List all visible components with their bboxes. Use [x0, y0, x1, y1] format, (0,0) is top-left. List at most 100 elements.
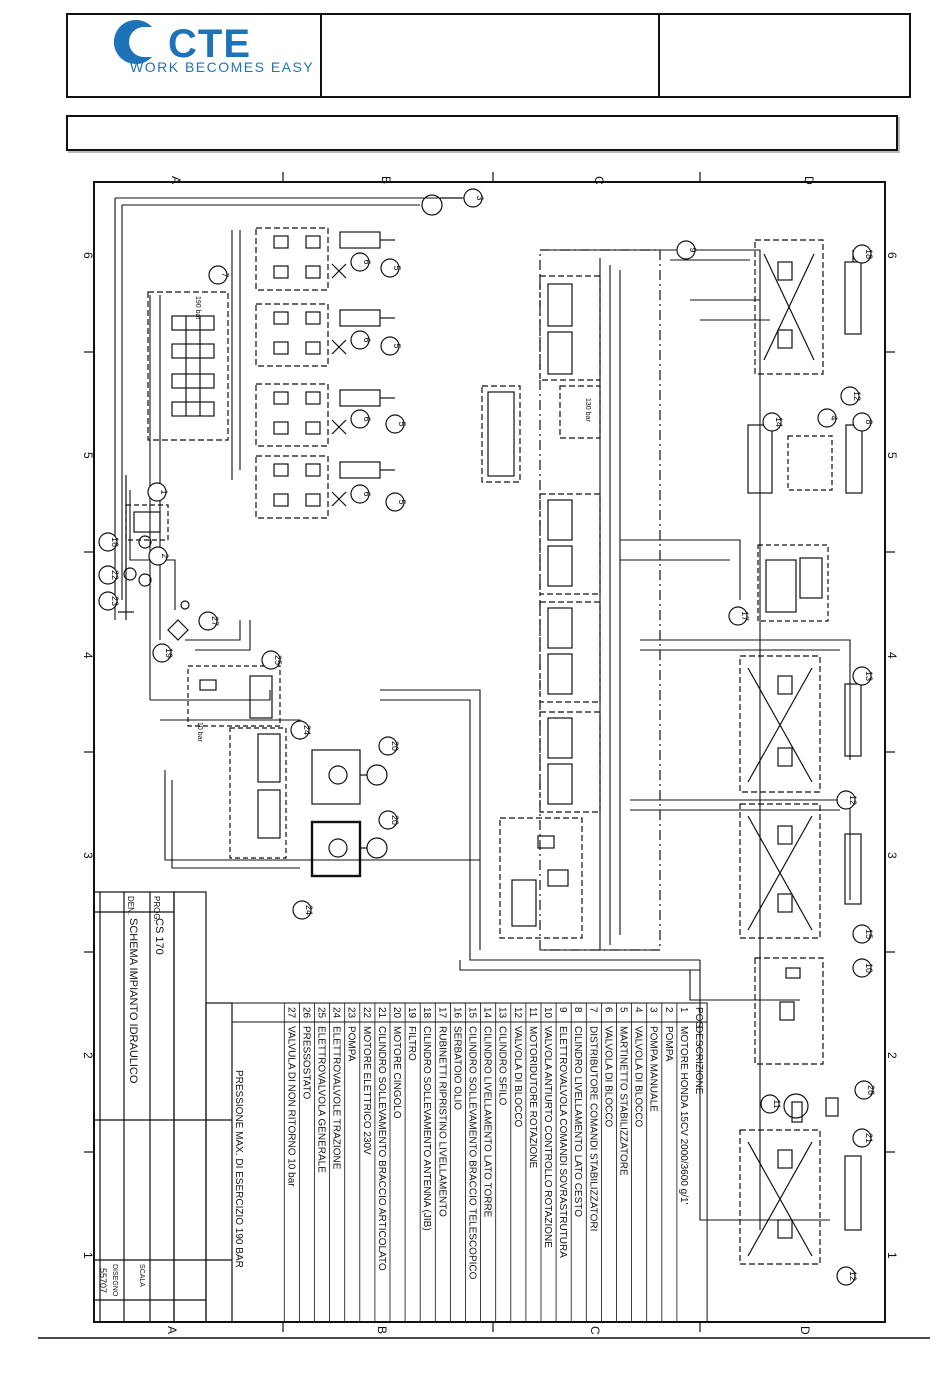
drawing-number: 55707: [98, 1268, 108, 1293]
callout-circle: [378, 810, 398, 830]
check-valve-27: [180, 600, 190, 610]
legend-pos: 17: [436, 1007, 447, 1019]
legend-pos: 27: [285, 1007, 296, 1019]
legend-desc: VALVOLA DI BLOCCO: [633, 1026, 644, 1128]
lock-valve-21: [739, 1129, 862, 1265]
callout-circle: [350, 330, 370, 350]
legend-desc: SERBATOIO OLIO: [451, 1026, 462, 1110]
traction-solenoid-24: [229, 727, 287, 859]
callout-number: 6: [362, 491, 372, 496]
callout-number: 9: [688, 247, 698, 252]
callout-number: 10: [864, 963, 874, 973]
superstructure-valves-9: [481, 249, 661, 951]
callout-number: 13: [864, 671, 874, 681]
legend-pos: 7: [587, 1007, 598, 1013]
grid-row-label: 2: [885, 1052, 899, 1059]
pressure-label: 10 bar: [196, 722, 203, 743]
track-motors-20: [310, 749, 388, 878]
outrigger-group-3: [255, 383, 395, 447]
legend-desc: VALVOLA DI BLOCCO: [512, 1026, 523, 1128]
callout-circle: [198, 611, 218, 631]
callout-circle: [350, 252, 370, 272]
legend-desc: POMPA: [663, 1026, 674, 1062]
callout-number: 25: [273, 655, 283, 665]
callout-circle: [676, 240, 696, 260]
general-solenoid-25: [187, 665, 281, 727]
callout-number: 12: [848, 795, 858, 805]
callout-circle: [854, 1080, 874, 1100]
legend-pos: 9: [557, 1007, 568, 1013]
lock-valve-15: [739, 803, 862, 939]
legend-pos: 19: [406, 1007, 417, 1019]
grid-row-label: 6: [81, 252, 95, 259]
callout-circle: [290, 720, 310, 740]
logo-block: CTE WORK BECOMES EASY: [68, 15, 322, 96]
logo-dot-icon: [139, 32, 145, 38]
pressure-switch-26: [825, 1097, 839, 1117]
legend-desc: CILINDRO LIVELLAMENTO LATO CESTO: [572, 1026, 583, 1217]
callout-circle: [385, 414, 405, 434]
legend-desc: ELETTROVALVOLA COMANDI SOVRASTRUTURA: [557, 1026, 568, 1258]
pressure-label: 130 bar: [584, 398, 591, 422]
outrigger-group-2: [255, 303, 395, 367]
callout-circle: [261, 650, 281, 670]
grid-row-label: 5: [885, 452, 899, 459]
legend-pos: 16: [451, 1007, 462, 1019]
legend-pos: 11: [527, 1007, 538, 1018]
callout-number: 2: [160, 553, 170, 558]
legend-desc: CILINDRO SOLLEVAMENTO BRACCIO ARTICOLATO: [376, 1026, 387, 1271]
legend-desc: CILINDRO SOLLEVAMENTO ANTENNA (JIB): [421, 1026, 432, 1231]
grid-column-label: B: [379, 176, 393, 184]
callout-circle: [380, 258, 400, 278]
callout-circle: [852, 244, 872, 264]
legend-header-desc: DESCRIZIONE: [693, 1026, 704, 1095]
legend-pos: 2: [663, 1007, 674, 1013]
callout-number: 26: [866, 1085, 876, 1095]
callout-number: 15: [864, 929, 874, 939]
callout-number: 6: [362, 259, 372, 264]
legend-pos: 10: [542, 1007, 553, 1019]
callout-number: 3: [475, 195, 485, 200]
callout-circle: [463, 188, 483, 208]
legend-pos: 14: [482, 1007, 493, 1019]
legend-pos: 15: [467, 1007, 478, 1019]
callout-circle: [98, 532, 118, 552]
grid-row-label: 3: [885, 852, 899, 859]
prog-label: PROG.: [152, 896, 161, 922]
grid-row-label: 1: [885, 1252, 899, 1259]
legend-pos: 8: [572, 1007, 583, 1013]
legend-desc: DISTRIBUTORE COMANDI STABILIZZATORI: [587, 1026, 598, 1231]
callout-circle: [380, 336, 400, 356]
legend-pos: 25: [316, 1007, 327, 1019]
anti-shock-valve-10: [754, 957, 824, 1123]
callout-number: 21: [864, 1133, 874, 1143]
callout-circle: [852, 1128, 872, 1148]
callout-number: 17: [740, 611, 750, 621]
callout-circle: [350, 484, 370, 504]
callout-circle: [762, 412, 782, 432]
legend-pos: 18: [421, 1007, 432, 1019]
grid-row-label: 2: [81, 1052, 95, 1059]
callout-circle: [840, 386, 860, 406]
legend-desc: VALVULA DI NON RITORNO 10 bar: [285, 1026, 296, 1187]
legend-pos: 20: [391, 1007, 402, 1019]
legend-pos: 23: [346, 1007, 357, 1019]
legend-header-pos: POS: [693, 1007, 704, 1028]
callout-circle: [836, 790, 856, 810]
header-blank-cell: [322, 15, 660, 96]
grid-row-label: 3: [81, 852, 95, 859]
grid-column-label: C: [592, 176, 606, 185]
callout-number: 1: [159, 489, 169, 494]
callout-circle: [350, 409, 370, 429]
legend-desc: MOTORE ELETTRICO 230V: [361, 1026, 372, 1155]
callout-circle: [208, 265, 228, 285]
callout-number: 4: [829, 415, 839, 420]
callout-number: 16: [110, 537, 120, 547]
legend-pos: 5: [618, 1007, 629, 1013]
drawing-label: DISEGNO: [111, 1264, 118, 1297]
legend-desc: MOTORE HONDA 15CV 2000/3600 g/1': [678, 1026, 689, 1205]
callout-circle: [836, 1266, 856, 1286]
